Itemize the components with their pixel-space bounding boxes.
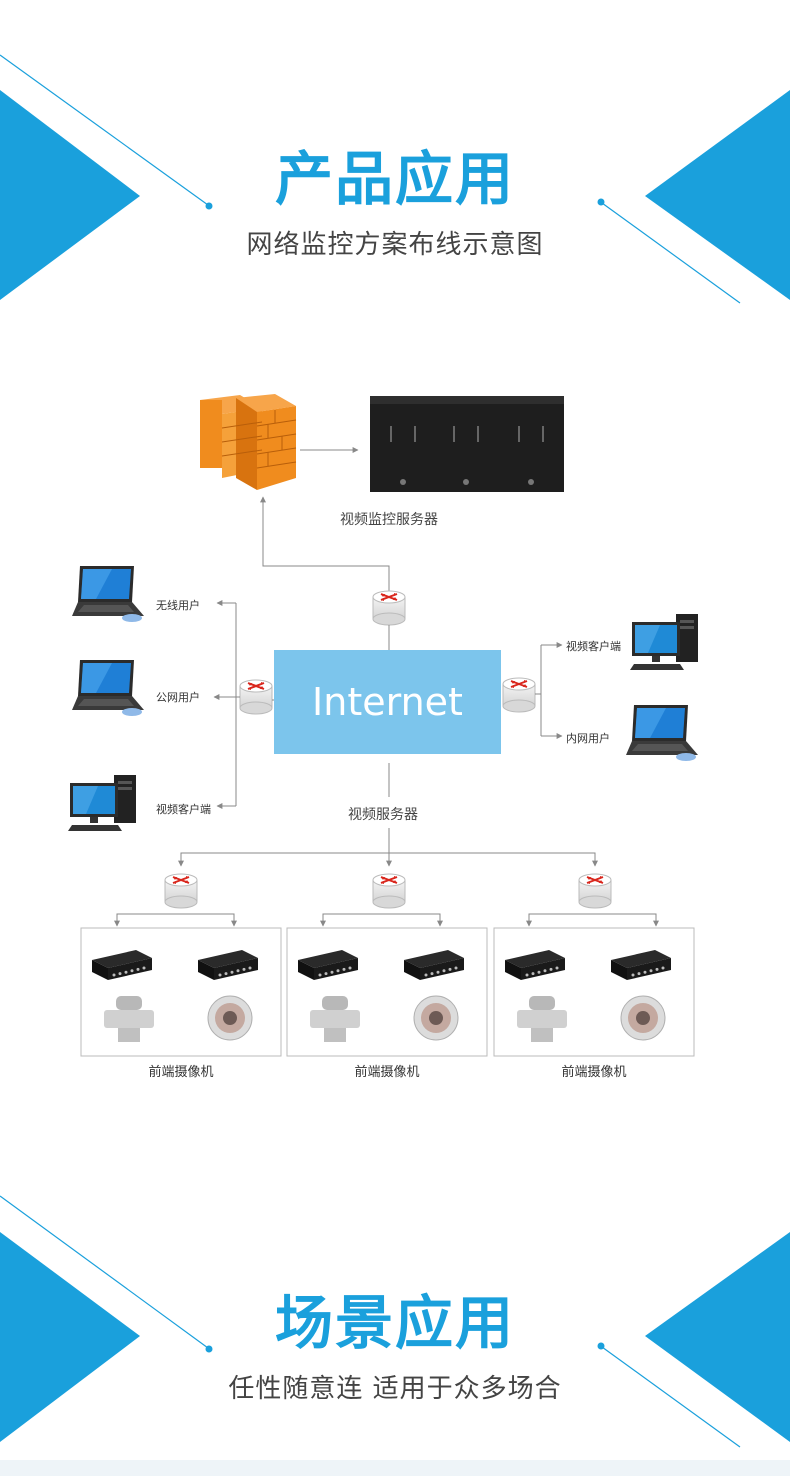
section-subtitle-product: 网络监控方案布线示意图: [246, 230, 544, 260]
right-diagonal-line: [601, 202, 741, 304]
right-line-dot: [597, 198, 605, 206]
network-diagram: [68, 394, 698, 1057]
camera-group-1-label: 前端摄像机: [148, 1065, 214, 1080]
camera-group-3-label: 前端摄像机: [561, 1065, 627, 1080]
camera-group-1: [80, 913, 282, 1057]
top-banner-decoration: [0, 54, 790, 304]
left-line-dot-bottom: [205, 1345, 213, 1353]
router-icon-group-2: [372, 873, 406, 909]
camera-group-2: [286, 913, 488, 1057]
section-title-product: 产品应用: [274, 145, 515, 213]
internet-box: Internet: [274, 650, 501, 754]
public-user-label: 公网用户: [156, 691, 200, 704]
router-icon-left: [239, 679, 273, 715]
laptop-icon-intranet-user: [626, 705, 698, 761]
router-icon-group-3: [578, 873, 612, 909]
camera-group-2-label: 前端摄像机: [354, 1065, 420, 1080]
router-icon-group-1: [164, 873, 198, 909]
server-group-label: 视频监控服务器: [340, 512, 438, 528]
right-line-dot-bottom: [597, 1342, 605, 1350]
video-client-left-label: 视频客户端: [156, 803, 211, 816]
video-server-label: 视频服务器: [348, 807, 418, 823]
camera-bus-line: [180, 852, 596, 866]
video-client-right-label: 视频客户端: [566, 640, 621, 653]
right-diagonal-line-bottom: [601, 1346, 741, 1448]
left-diagonal-line: [0, 54, 209, 206]
desktop-icon-video-client-left: [68, 775, 136, 831]
intranet-user-label: 内网用户: [566, 732, 610, 745]
left-triangle-decoration: [0, 90, 140, 300]
bottom-strip: [0, 1460, 790, 1476]
router-icon-top: [372, 590, 406, 626]
left-diagonal-line-bottom: [0, 1195, 209, 1349]
section-subtitle-scene: 任性随意连 适用于众多场合: [228, 1374, 562, 1404]
server-tower-icon: [370, 396, 564, 492]
right-triangle-decoration: [645, 90, 790, 300]
firewall-icon: [200, 394, 297, 490]
wireless-user-label: 无线用户: [156, 599, 200, 612]
bottom-banner-decoration: [0, 1195, 790, 1448]
right-triangle-decoration-bottom: [645, 1232, 790, 1442]
router-icon-right: [502, 677, 536, 713]
laptop-icon-wireless-user: [72, 566, 144, 622]
left-triangle-decoration-bottom: [0, 1232, 140, 1442]
router-to-firewall-line: [260, 496, 390, 600]
left-line-dot: [205, 202, 213, 210]
camera-group-3: [493, 913, 695, 1057]
laptop-icon-public-user: [72, 660, 144, 716]
section-title-scene: 场景应用: [274, 1289, 515, 1357]
desktop-icon-video-client-right: [630, 614, 698, 670]
